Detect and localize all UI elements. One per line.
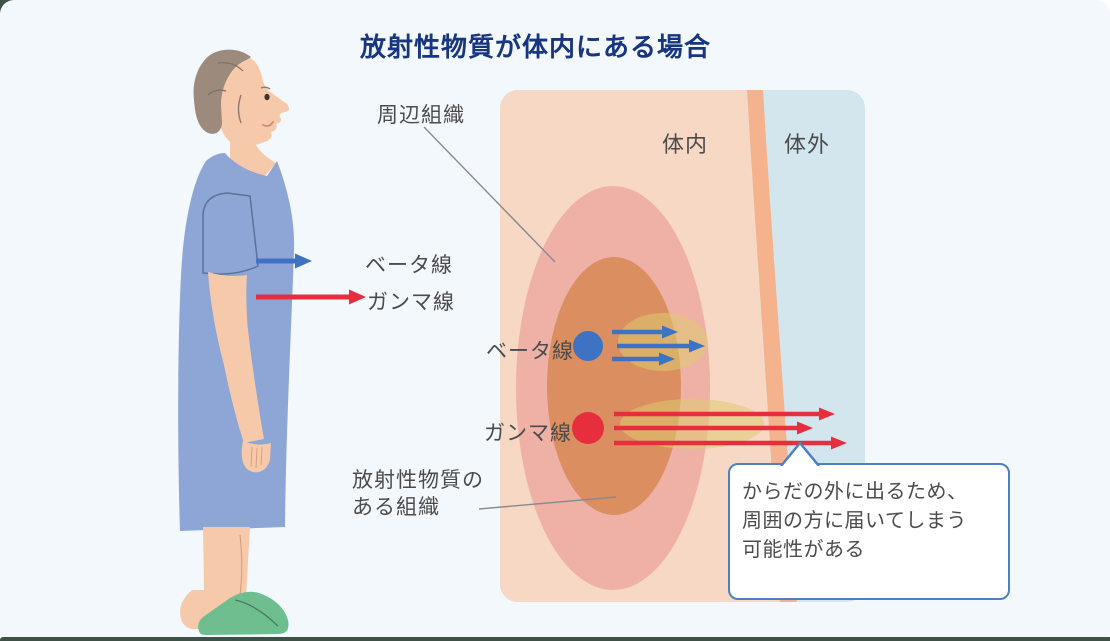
gamma-glow [620, 399, 764, 449]
source-tissue-label-line2: ある組織 [352, 496, 440, 519]
patient-illustration [178, 49, 295, 635]
page-title: 放射性物質が体内にある場合 [360, 32, 712, 62]
person-eyebrow [260, 86, 271, 90]
slipper [198, 591, 289, 635]
person-hair [193, 49, 251, 134]
person-gamma-arrowhead [349, 289, 366, 305]
gamma-arrowheads [797, 407, 847, 450]
inside-body-label: 体内 [662, 132, 709, 157]
gamma-arrows [614, 411, 831, 446]
gamma-source-dot [572, 412, 604, 444]
person-arm [208, 272, 264, 443]
callout-line1: からだの外に出るため、 [742, 481, 968, 503]
person-beta-label: ベータ線 [365, 254, 453, 277]
callout-bubble: からだの外に出るため、 周囲の方に届いてしまう 可能性がある [728, 463, 1010, 600]
surrounding-tissue-label: 周辺組織 [377, 104, 465, 127]
outside-body-label: 体外 [784, 132, 831, 157]
person-sleeve-outline [202, 192, 259, 275]
slipper-seam-line [234, 599, 279, 627]
person-smile [262, 121, 274, 127]
callout-pointer [780, 441, 820, 466]
person-eye [264, 93, 270, 101]
diagram-beta-label: ベータ線 [486, 340, 574, 363]
source-tissue-label: 放射性物質の ある組織 [352, 467, 484, 521]
source-tissue-ellipse [547, 257, 681, 515]
beta-arrowheads [659, 325, 705, 366]
beta-arrows [612, 329, 689, 362]
person-finger-lines [250, 446, 263, 469]
bottom-divider-strip [0, 637, 1110, 641]
beta-source-dot [573, 331, 603, 361]
diagram-gamma-label: ガンマ線 [484, 422, 572, 445]
person-hair-strands [207, 62, 244, 96]
beta-glow [618, 313, 708, 371]
person-gamma-label: ガンマ線 [367, 291, 455, 314]
source-tissue-label-line1: 放射性物質の [352, 469, 484, 492]
person-sideburn-line [237, 94, 242, 124]
callout-line3: 可能性がある [742, 539, 865, 561]
callout-line2: 周囲の方に届いてしまう [742, 510, 967, 532]
